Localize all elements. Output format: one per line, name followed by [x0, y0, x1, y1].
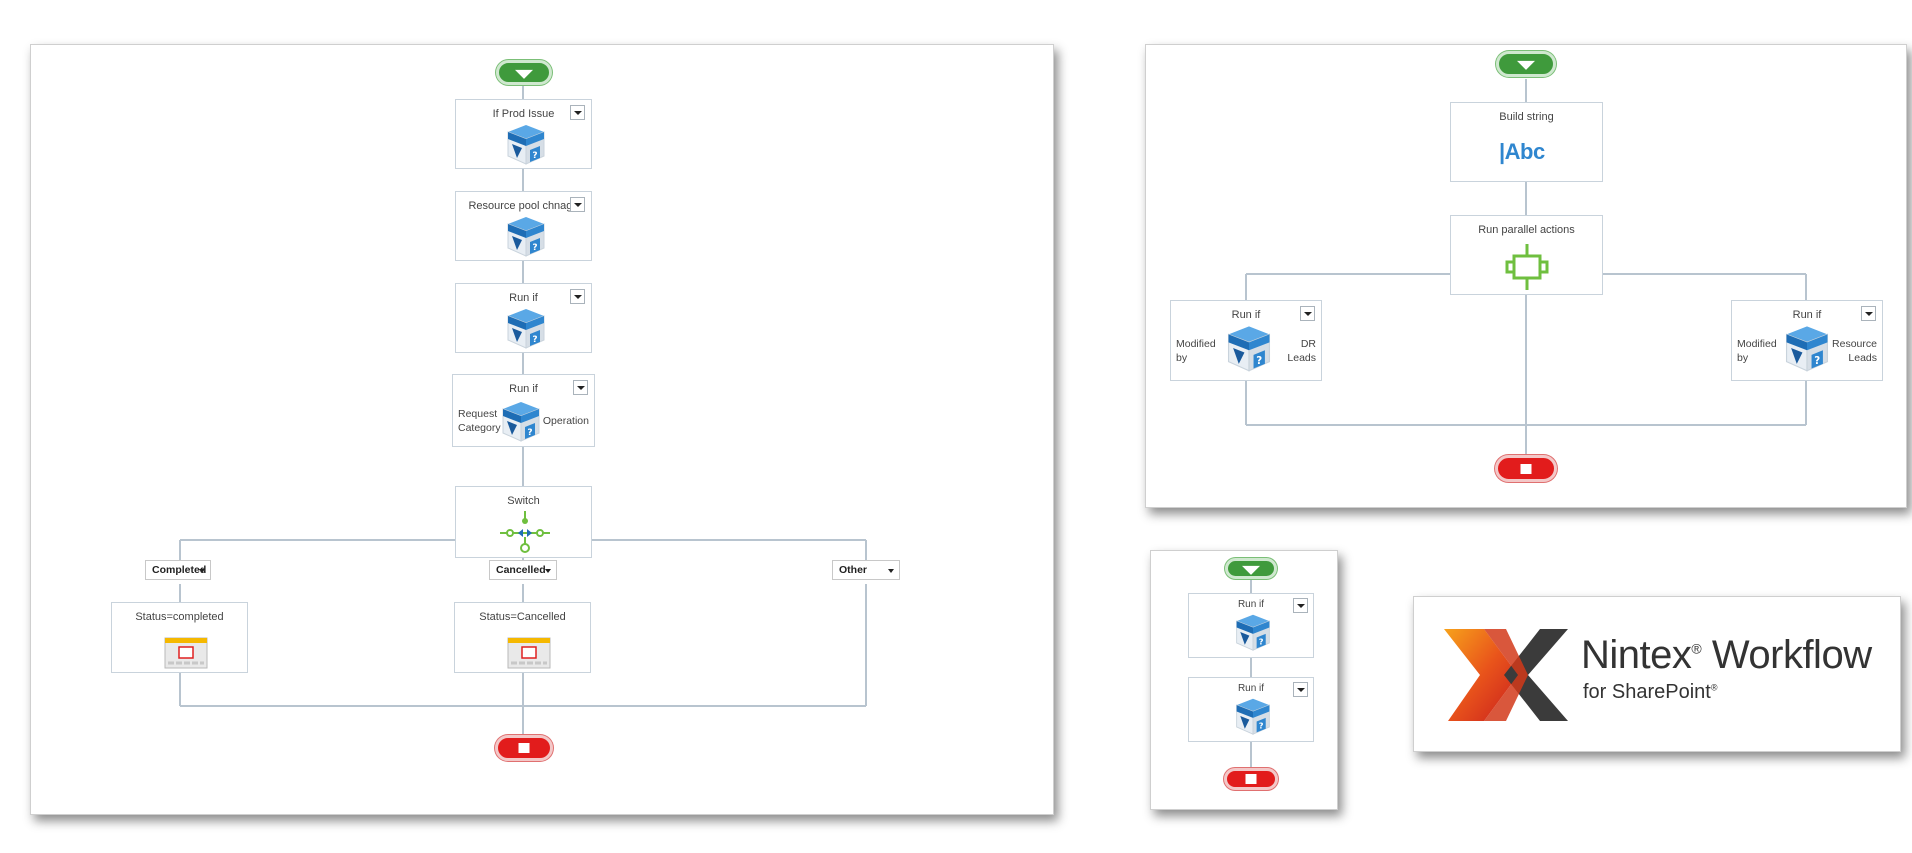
action-resource-pool-change[interactable]: Resource pool chnage ? — [455, 191, 592, 261]
workflow-start-button[interactable] — [1225, 558, 1277, 579]
action-status-completed[interactable]: Status=completed — [111, 602, 248, 673]
set-field-calendar-icon — [507, 637, 551, 669]
branch-completed-dropdown[interactable]: Completed — [145, 560, 211, 580]
run-if-cube-icon: ? — [507, 309, 545, 349]
run-if-cube-icon: ? — [1785, 326, 1829, 372]
run-if-cube-icon: ? — [1227, 326, 1271, 372]
action-title: Status=completed — [135, 611, 224, 623]
svg-text:?: ? — [532, 335, 537, 345]
branch-cancelled-dropdown[interactable]: Cancelled — [489, 560, 557, 580]
condition-left-label: Request Category — [458, 408, 501, 434]
small-workflow-connectors — [1250, 579, 1252, 768]
action-run-if-dr-leads[interactable]: Run if Modified by DR Leads ? — [1170, 300, 1322, 381]
parallel-workflow-connectors — [1245, 79, 1807, 455]
branch-other-dropdown[interactable]: Other — [832, 560, 900, 580]
switch-icon — [500, 511, 550, 553]
action-run-if[interactable]: Run if ? — [455, 283, 592, 353]
action-status-cancelled[interactable]: Status=Cancelled — [454, 602, 591, 673]
parallel-actions-icon — [1505, 244, 1549, 290]
run-if-cube-icon: ? — [1236, 614, 1270, 651]
workflow-end-button[interactable] — [1495, 455, 1557, 482]
action-title: Run if — [509, 383, 538, 395]
action-run-if-second[interactable]: Run if ? — [1188, 677, 1314, 742]
action-menu-dropdown[interactable] — [570, 105, 585, 120]
action-title: Run if — [1792, 309, 1822, 321]
svg-text:?: ? — [1256, 356, 1262, 367]
action-build-string[interactable]: Build string |Abc — [1450, 102, 1603, 182]
parallel-workflow-canvas: Build string |Abc Run parallel actions R… — [1145, 44, 1907, 508]
condition-right-label: DR Leads — [1287, 338, 1316, 364]
workflow-start-button[interactable] — [496, 60, 552, 85]
action-switch[interactable]: Switch — [455, 486, 592, 558]
action-title: Run parallel actions — [1478, 224, 1575, 236]
action-menu-dropdown[interactable] — [573, 380, 588, 395]
action-title: Run if — [1231, 309, 1261, 321]
svg-text:?: ? — [532, 151, 537, 161]
run-if-cube-icon: ? — [502, 402, 540, 442]
condition-right-label: Operation — [542, 415, 589, 427]
action-menu-dropdown[interactable] — [1293, 598, 1308, 613]
action-menu-dropdown[interactable] — [570, 197, 585, 212]
workflow-start-button[interactable] — [1496, 51, 1556, 77]
action-title: Run if — [509, 292, 538, 304]
nintex-x-logo-icon — [1444, 629, 1568, 721]
action-title: Run if — [1237, 683, 1265, 694]
action-run-parallel[interactable]: Run parallel actions — [1450, 215, 1603, 295]
run-if-cube-icon: ? — [1236, 698, 1270, 735]
action-title: Run if — [1237, 599, 1265, 610]
svg-text:?: ? — [1259, 637, 1264, 647]
set-field-calendar-icon — [164, 637, 208, 669]
condition-left-label: Modified by — [1176, 338, 1216, 364]
nintex-logo-panel: Nintex® Workflow for SharePoint® — [1413, 596, 1901, 752]
workflow-end-button[interactable] — [1224, 768, 1278, 790]
action-if-prod-issue[interactable]: If Prod Issue ? — [455, 99, 592, 169]
svg-text:?: ? — [532, 243, 537, 253]
svg-text:?: ? — [527, 428, 532, 438]
run-if-cube-icon: ? — [507, 217, 545, 257]
action-title: Resource pool chnage — [468, 200, 579, 212]
main-workflow-canvas: If Prod Issue ? Resource pool chnage ? — [30, 44, 1054, 815]
action-menu-dropdown[interactable] — [570, 289, 585, 304]
condition-right-label: Resource Leads — [1832, 338, 1877, 364]
action-run-if-resource-leads[interactable]: Run if Modified by Resource Leads ? — [1731, 300, 1883, 381]
logo-product-name: Nintex® Workflow — [1581, 633, 1872, 677]
workflow-end-button[interactable] — [495, 735, 553, 761]
action-menu-dropdown[interactable] — [1861, 306, 1876, 321]
action-run-if-first[interactable]: Run if ? — [1188, 593, 1314, 658]
svg-text:?: ? — [1259, 721, 1264, 731]
action-menu-dropdown[interactable] — [1293, 682, 1308, 697]
action-run-if-request-category[interactable]: Run if Request Category Operation ? — [452, 374, 595, 447]
small-workflow-canvas: Run if ? Run if ? — [1150, 550, 1338, 810]
svg-text:?: ? — [1814, 356, 1820, 367]
run-if-cube-icon: ? — [507, 125, 545, 165]
logo-subtitle: for SharePoint® — [1583, 681, 1718, 703]
action-title: Build string — [1499, 111, 1554, 123]
abc-text-icon: |Abc — [1499, 139, 1545, 164]
action-menu-dropdown[interactable] — [1300, 306, 1315, 321]
action-title: Switch — [507, 495, 540, 507]
action-title: If Prod Issue — [492, 108, 555, 120]
condition-left-label: Modified by — [1737, 338, 1777, 364]
action-title: Status=Cancelled — [479, 611, 566, 623]
